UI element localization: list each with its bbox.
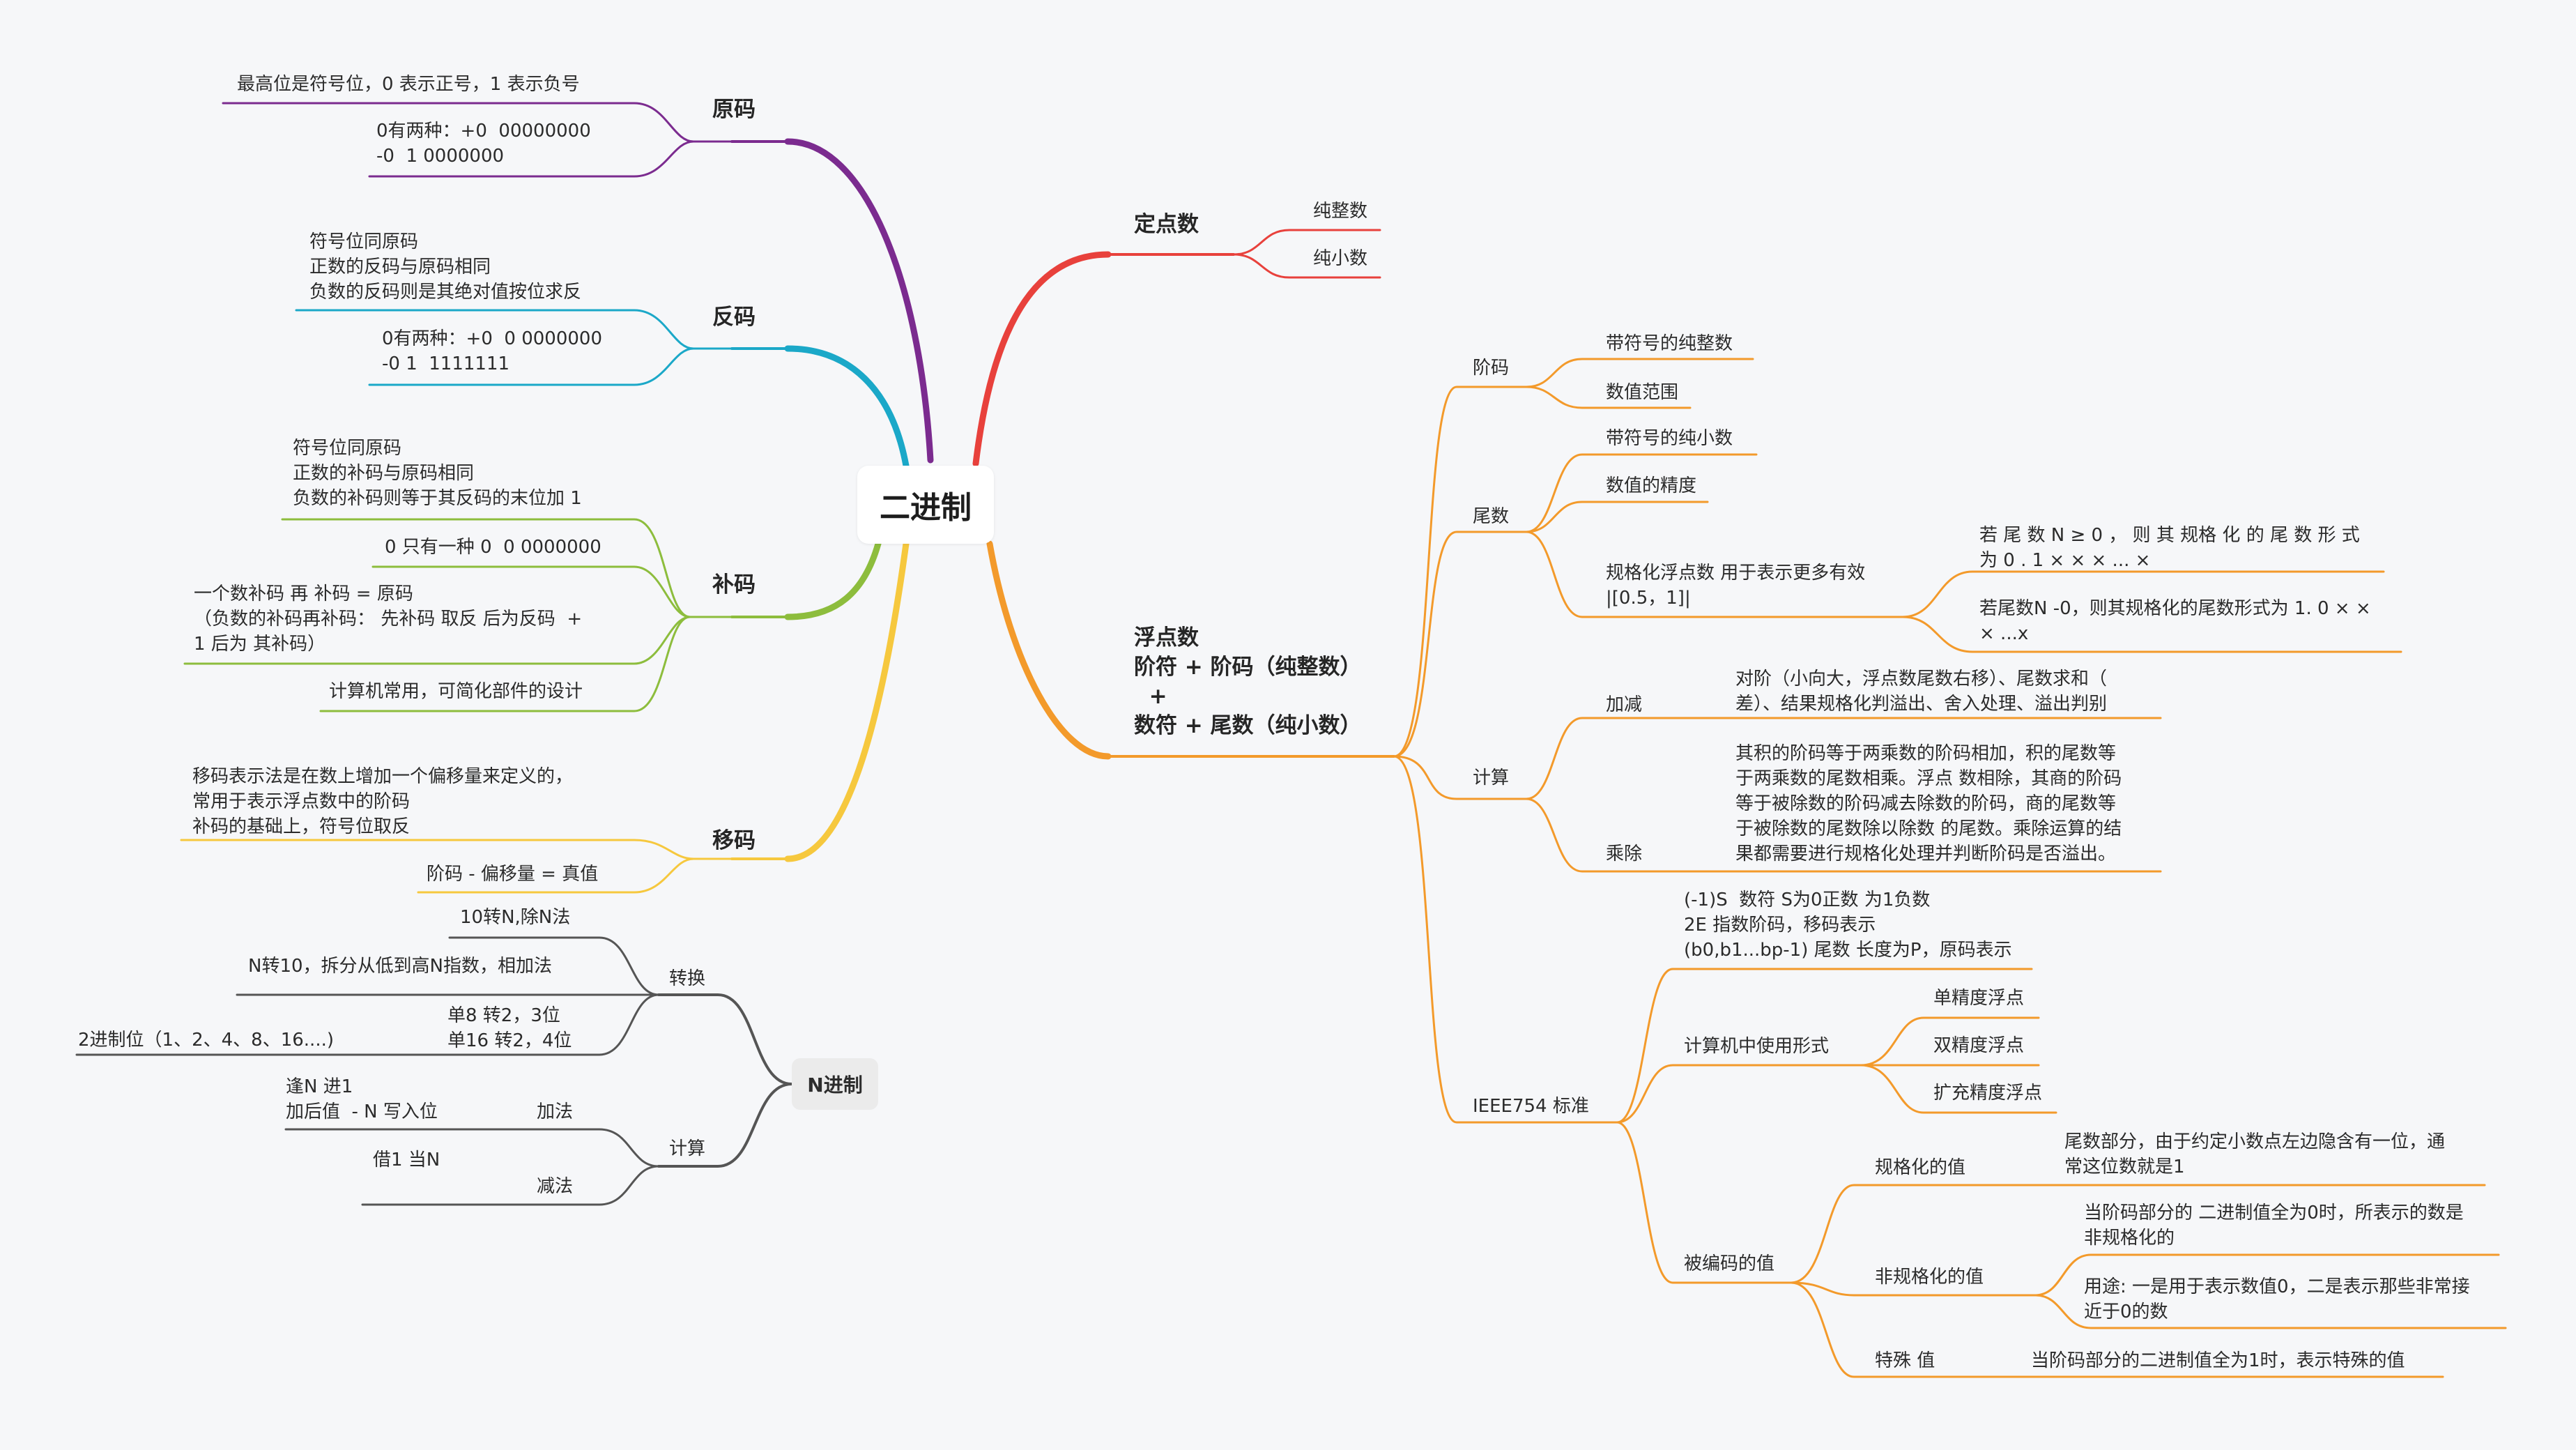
branch-line-buma xyxy=(784,540,882,620)
node-yima[interactable]: 移码 xyxy=(712,828,756,853)
node-jiema[interactable]: 阶码 xyxy=(1473,358,1510,379)
node-jiema-item-1[interactable]: 带符号的纯整数 xyxy=(1606,333,1733,354)
node-teshu[interactable]: 特殊 值 xyxy=(1875,1350,1935,1371)
node-zhuanhuan-item-1[interactable]: 10转N,除N法 xyxy=(460,907,571,928)
leaf-line-yima-1 xyxy=(180,839,695,860)
leaf-line-yima-2 xyxy=(417,857,695,894)
node-dingdian-item-1[interactable]: 纯整数 xyxy=(1313,201,1368,222)
node-yuanma-item-1[interactable]: 最高位是符号位，0 表示正号，1 表示负号 xyxy=(237,74,580,95)
node-fudian[interactable]: 浮点数 阶符 + 阶码（纯整数） + 数符 + 尾数（纯小数） xyxy=(1134,625,1362,738)
node-chengchu[interactable]: 乘除 xyxy=(1606,844,1643,864)
branch-line-fudian xyxy=(986,540,1112,760)
node-fanma[interactable]: 反码 xyxy=(712,305,756,330)
node-buma-item-1[interactable]: 符号位同原码 正数的补码与原码相同 负数的补码则等于其反码的末位加 1 xyxy=(293,438,582,509)
branch-line-njinzhi-jisuan xyxy=(657,1083,793,1168)
leaf-line-yuanma-1 xyxy=(222,102,695,143)
node-feiguige-item-2[interactable]: 用途: 一是用于表示数值0，二是表示那些非常接 近于0的数 xyxy=(2084,1276,2470,1322)
leaf-line-fanma-2 xyxy=(368,347,695,386)
leaf-line-dingdian-1 xyxy=(1232,229,1381,256)
root-node[interactable]: 二进制 xyxy=(857,466,994,544)
leaf-line-buma-2 xyxy=(371,565,691,618)
node-jiafa-note[interactable]: 逢N 进1 加后值 - N 写入位 xyxy=(286,1076,438,1122)
node-zhuanhuan-item-2[interactable]: N转10，拆分从低到高N指数，相加法 xyxy=(248,956,552,977)
node-guigehua-text[interactable]: 尾数部分，由于约定小数点左边隐含有一位，通 常这位数就是1 xyxy=(2064,1131,2446,1177)
leaf-line-fanma-1 xyxy=(295,309,695,350)
node-fanma-item-2[interactable]: 0有两种：+0 0 0000000 -0 1 1111111 xyxy=(382,328,602,374)
node-yuanma-item-2[interactable]: 0有两种：+0 00000000 -0 1 0000000 xyxy=(376,121,591,167)
branch-line-yima xyxy=(784,540,910,862)
node-xingshi-item-3[interactable]: 扩充精度浮点 xyxy=(1933,1083,2043,1104)
node-xingshi-item-1[interactable]: 单精度浮点 xyxy=(1933,988,2025,1009)
node-jianfa-note[interactable]: 借1 当N xyxy=(373,1150,440,1170)
node-zhuanhuan-note[interactable]: 2进制位（1、2、4、8、16....) xyxy=(78,1030,334,1051)
branch-line-fanma xyxy=(784,345,910,469)
node-guigehua[interactable]: 规格化的值 xyxy=(1875,1157,1966,1178)
node-yima-item-1[interactable]: 移码表示法是在数上增加一个偏移量来定义的， 常用于表示浮点数中的阶码 补码的基础… xyxy=(192,766,574,837)
node-xingshi-item-2[interactable]: 双精度浮点 xyxy=(1933,1035,2025,1056)
node-xingshi-note[interactable]: (-1)S 数符 S为0正数 为1负数 2E 指数阶码，移码表示 (b0,b1.… xyxy=(1684,890,2012,961)
node-dingdian[interactable]: 定点数 xyxy=(1134,212,1199,237)
branch-line-njinzhi xyxy=(657,993,793,1085)
node-ieee[interactable]: IEEE754 标准 xyxy=(1473,1096,1589,1117)
node-jiajian[interactable]: 加减 xyxy=(1606,694,1643,715)
node-njinzhi[interactable]: N进制 xyxy=(792,1058,878,1110)
node-buma[interactable]: 补码 xyxy=(712,572,756,597)
node-weishu-guige[interactable]: 规格化浮点数 用于表示更多有效 |[0.5，1]| xyxy=(1606,563,1866,609)
leaf-line-dingdian-2 xyxy=(1232,253,1381,279)
node-yima-item-2[interactable]: 阶码 - 偏移量 = 真值 xyxy=(427,864,599,885)
node-zhuanhuan-item-3[interactable]: 单8 转2，3位 单16 转2，4位 xyxy=(447,1005,572,1051)
node-weishu-item-1[interactable]: 带符号的纯小数 xyxy=(1606,428,1733,449)
node-feiguige-item-1[interactable]: 当阶码部分的 二进制值全为0时，所表示的数是 非规格化的 xyxy=(2084,1203,2464,1249)
node-fudian-jisuan[interactable]: 计算 xyxy=(1473,768,1510,788)
leaf-line-buma-1 xyxy=(281,518,691,618)
node-teshu-text[interactable]: 当阶码部分的二进制值全为1时，表示特殊的值 xyxy=(2031,1350,2405,1371)
node-jiajian-text[interactable]: 对阶（小向大，浮点数尾数右移）、尾数求和（ 差）、结果规格化判溢出、舍入处理、溢… xyxy=(1735,669,2108,715)
node-chengchu-text[interactable]: 其积的阶码等于两乘数的阶码相加，积的尾数等 于两乘数的尾数相乘。浮点 数相除，其… xyxy=(1735,743,2122,864)
node-guige-item-1[interactable]: 若 尾 数 N ≥ 0 ， 则 其 规格 化 的 尾 数 形 式 为 0 . 1… xyxy=(1979,525,2360,571)
node-njinzhi-jisuan[interactable]: 计算 xyxy=(669,1138,706,1159)
node-jisuan-jianfa[interactable]: 减法 xyxy=(537,1176,574,1197)
node-weishu-item-2[interactable]: 数值的精度 xyxy=(1606,475,1697,496)
node-xingshi[interactable]: 计算机中使用形式 xyxy=(1684,1036,1830,1057)
node-njinzhi-zhuanhuan[interactable]: 转换 xyxy=(669,968,706,989)
node-guige-item-2[interactable]: 若尾数N -0，则其规格化的尾数形式为 1. 0 × × × ...x xyxy=(1979,598,2371,644)
node-buma-item-3[interactable]: 一个数补码 再 补码 = 原码 （负数的补码再补码： 先补码 取反 后为反码 +… xyxy=(194,583,583,655)
branch-line-yuanma xyxy=(784,138,934,464)
node-bianma[interactable]: 被编码的值 xyxy=(1684,1253,1775,1274)
node-fanma-item-1[interactable]: 符号位同原码 正数的反码与原码相同 负数的反码则是其绝对值按位求反 xyxy=(309,231,582,303)
node-buma-item-2[interactable]: 0 只有一种 0 0 0000000 xyxy=(385,537,601,558)
node-jisuan-jiafa[interactable]: 加法 xyxy=(537,1101,574,1122)
node-yuanma[interactable]: 原码 xyxy=(712,97,756,122)
leaf-line-buma-4 xyxy=(319,616,691,712)
node-buma-item-4[interactable]: 计算机常用，可简化部件的设计 xyxy=(329,681,583,702)
node-dingdian-item-2[interactable]: 纯小数 xyxy=(1313,248,1368,269)
node-weishu[interactable]: 尾数 xyxy=(1473,506,1510,527)
leaf-line-yuanma-2 xyxy=(368,140,695,178)
node-jiema-item-2[interactable]: 数值范围 xyxy=(1606,382,1679,403)
node-feiguige[interactable]: 非规格化的值 xyxy=(1875,1267,1984,1288)
branch-line-dingdian xyxy=(972,251,1112,467)
